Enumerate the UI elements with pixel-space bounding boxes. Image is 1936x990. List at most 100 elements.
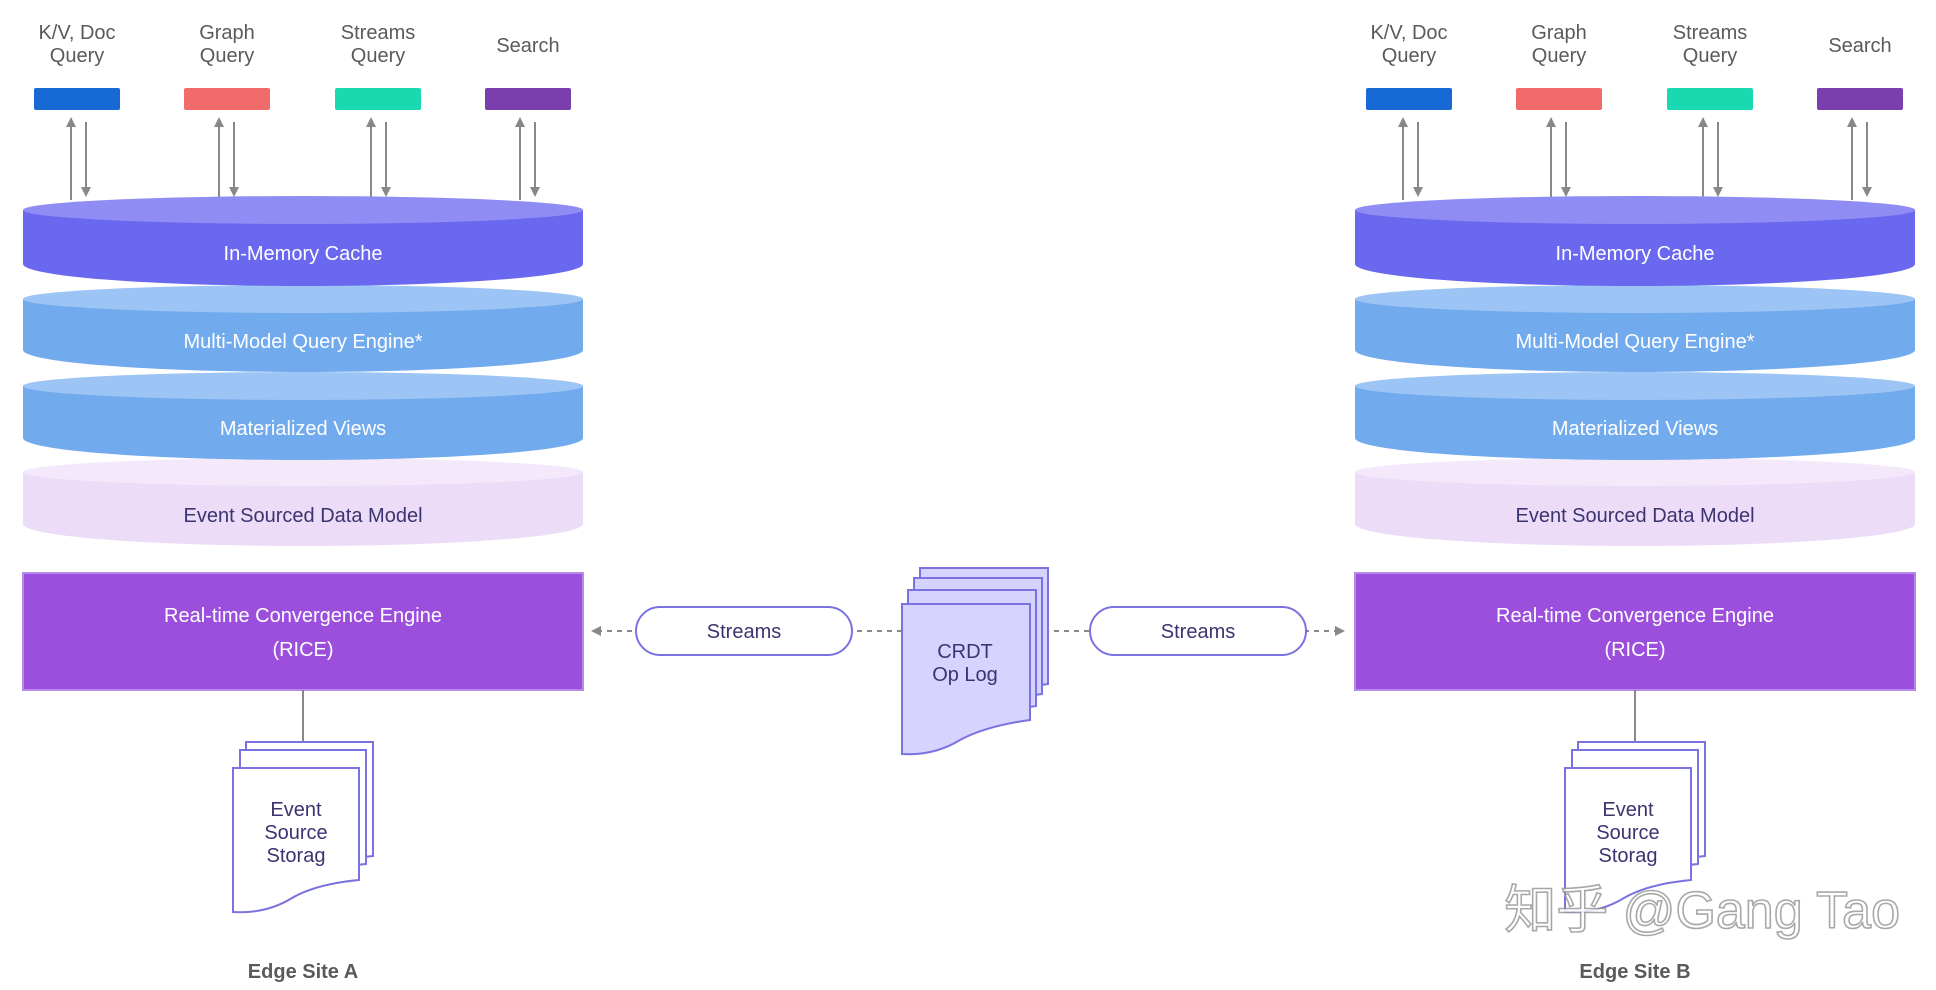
text-line: Query [50, 45, 104, 67]
layer-top [23, 285, 583, 313]
text-line: Source [1596, 822, 1659, 844]
layer-body [1355, 472, 1915, 546]
layer-label: Event Sourced Data Model [183, 505, 422, 527]
site-b-layer-event-sourced: Event Sourced Data Model [1355, 458, 1915, 546]
engine-box[interactable] [22, 572, 584, 691]
text-line: Storag [267, 845, 326, 867]
site-b-convergence-engine[interactable]: Real-time Convergence Engine (RICE) [1354, 572, 1916, 691]
text-line: Query [200, 45, 254, 67]
layer-body [1355, 299, 1915, 372]
query-connector-block[interactable] [1667, 88, 1753, 110]
site-a-convergence-engine[interactable]: Real-time Convergence Engine (RICE) [22, 572, 584, 691]
layer-top [23, 458, 583, 486]
site-a-layer-stack: Event Sourced Data Model Materialized Vi… [23, 196, 583, 546]
stream-pill-right[interactable]: Streams [1089, 606, 1307, 656]
layer-body [23, 299, 583, 372]
layer-label: Multi-Model Query Engine* [184, 331, 423, 353]
layer-body [1355, 386, 1915, 460]
text-line: Op Log [932, 664, 998, 686]
site-a-query-search[interactable]: Search [485, 35, 571, 200]
layer-label: In-Memory Cache [224, 243, 383, 265]
layer-top [23, 372, 583, 400]
query-connector-block[interactable] [184, 88, 270, 110]
text-line: Query [1382, 45, 1436, 67]
text-line: Streams [341, 22, 415, 44]
text-line: Query [1683, 45, 1737, 67]
layer-body [23, 472, 583, 546]
text-line: Graph [199, 22, 255, 44]
query-connector-block[interactable] [335, 88, 421, 110]
query-connector-block[interactable] [1817, 88, 1903, 110]
layer-body [1355, 210, 1915, 286]
engine-acronym: (RICE) [1604, 639, 1665, 661]
text-line: K/V, Doc [38, 22, 115, 44]
stream-label: Streams [707, 621, 781, 643]
text-line: Event [1602, 799, 1654, 821]
site-b-layer-stack: Event Sourced Data Model Materialized Vi… [1355, 196, 1915, 546]
layer-label: Materialized Views [220, 418, 386, 440]
stream-pill-left[interactable]: Streams [635, 606, 853, 656]
query-label: Search [496, 35, 559, 57]
text-line: CRDT [937, 641, 993, 663]
site-b-label: Edge Site B [1579, 961, 1690, 983]
query-label: Search [1828, 35, 1891, 57]
oplog-page-front [901, 603, 1031, 756]
site-a-layer-event-sourced: Event Sourced Data Model [23, 458, 583, 546]
engine-title: Real-time Convergence Engine [1496, 605, 1774, 627]
layer-top [23, 196, 583, 224]
site-b-layer-in-memory-cache: In-Memory Cache [1355, 196, 1915, 286]
query-connector-block[interactable] [1516, 88, 1602, 110]
query-connector-block[interactable] [485, 88, 571, 110]
storage-page-front [1564, 767, 1692, 914]
layer-top [1355, 196, 1915, 224]
stream-pill[interactable] [1089, 606, 1307, 656]
watermark-text: 知乎 @Gang Tao [1504, 882, 1900, 940]
engine-box[interactable] [1354, 572, 1916, 691]
layer-label: Multi-Model Query Engine* [1516, 331, 1755, 353]
query-connector-block[interactable] [1366, 88, 1452, 110]
layer-body [23, 386, 583, 460]
text-line: Storag [1599, 845, 1658, 867]
text-line: Streams [1673, 22, 1747, 44]
text-line: Graph [1531, 22, 1587, 44]
text-line: Search [496, 35, 559, 57]
text-line: Source [264, 822, 327, 844]
text-line: K/V, Doc [1370, 22, 1447, 44]
site-a-layer-query-engine: Multi-Model Query Engine* [23, 285, 583, 372]
text-line: Query [351, 45, 405, 67]
engine-title: Real-time Convergence Engine [164, 605, 442, 627]
site-a-layer-in-memory-cache: In-Memory Cache [23, 196, 583, 286]
layer-label: Event Sourced Data Model [1515, 505, 1754, 527]
site-a-layer-materialized-views: Materialized Views [23, 372, 583, 460]
text-line: Query [1532, 45, 1586, 67]
stream-pill[interactable] [635, 606, 853, 656]
engine-acronym: (RICE) [272, 639, 333, 661]
query-connector-block[interactable] [34, 88, 120, 110]
site-a-label: Edge Site A [248, 961, 358, 983]
site-b-query-search[interactable]: Search [1817, 35, 1903, 200]
text-line: Search [1828, 35, 1891, 57]
site-b-layer-materialized-views: Materialized Views [1355, 372, 1915, 460]
